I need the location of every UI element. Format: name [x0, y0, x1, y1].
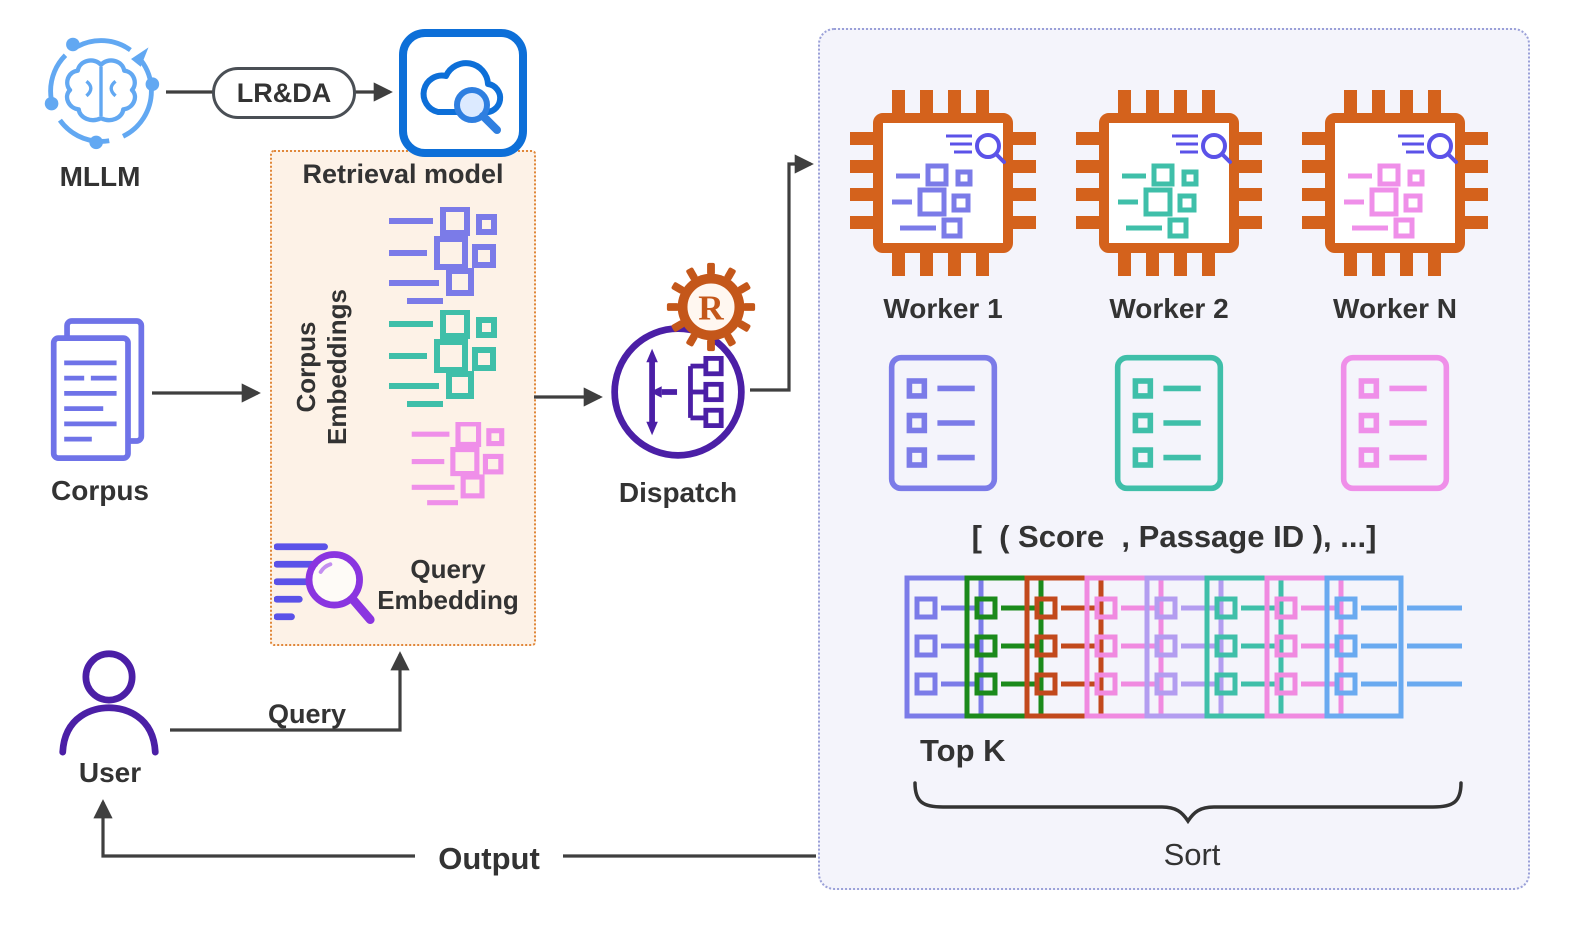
corpus-label: Corpus [51, 475, 149, 506]
worker-n-label: Worker N [1333, 293, 1457, 324]
edge-dispatch-to-workers [750, 154, 814, 392]
rust-logo-icon: R [662, 258, 760, 356]
lrda-edge-label: LR&DA [212, 67, 356, 119]
score-passage-tuple-label: [ ( Score , Passage ID ), ...] [971, 519, 1377, 554]
topk-merge-band [904, 575, 1468, 721]
corpus-documents-icon [48, 315, 148, 467]
edge-user-query [170, 651, 410, 732]
sort-brace [912, 780, 1464, 824]
sort-label: Sort [1163, 837, 1221, 872]
edge-output-to-user [93, 799, 816, 858]
query-embedding-magnifier-icon [274, 537, 379, 642]
retrieval-model-label: Retrieval model [302, 159, 504, 189]
query-edge-label: Query [267, 699, 347, 729]
user-icon [50, 648, 168, 756]
dispatch-load-balancer-icon [606, 320, 750, 464]
retrieval-model-cloud-search-icon [398, 28, 528, 158]
output-edge-label: Output [415, 838, 563, 880]
workers-panel: Worker 1 Worker 2 Worker N [ ( Score , P… [818, 28, 1530, 890]
mllm-label: MLLM [59, 161, 141, 192]
retrieval-model-box: Retrieval model Corpus Embeddings Que [270, 150, 536, 646]
dispatch-label: Dispatch [618, 477, 738, 508]
worker-2-label: Worker 2 [1109, 293, 1229, 324]
user-label: User [78, 757, 142, 788]
svg-text:R: R [698, 289, 724, 328]
top-k-label: Top K [920, 733, 1006, 768]
mllm-icon [38, 28, 164, 154]
worker-1-label: Worker 1 [883, 293, 1003, 324]
query-embedding-label: Query Embedding [377, 554, 519, 616]
